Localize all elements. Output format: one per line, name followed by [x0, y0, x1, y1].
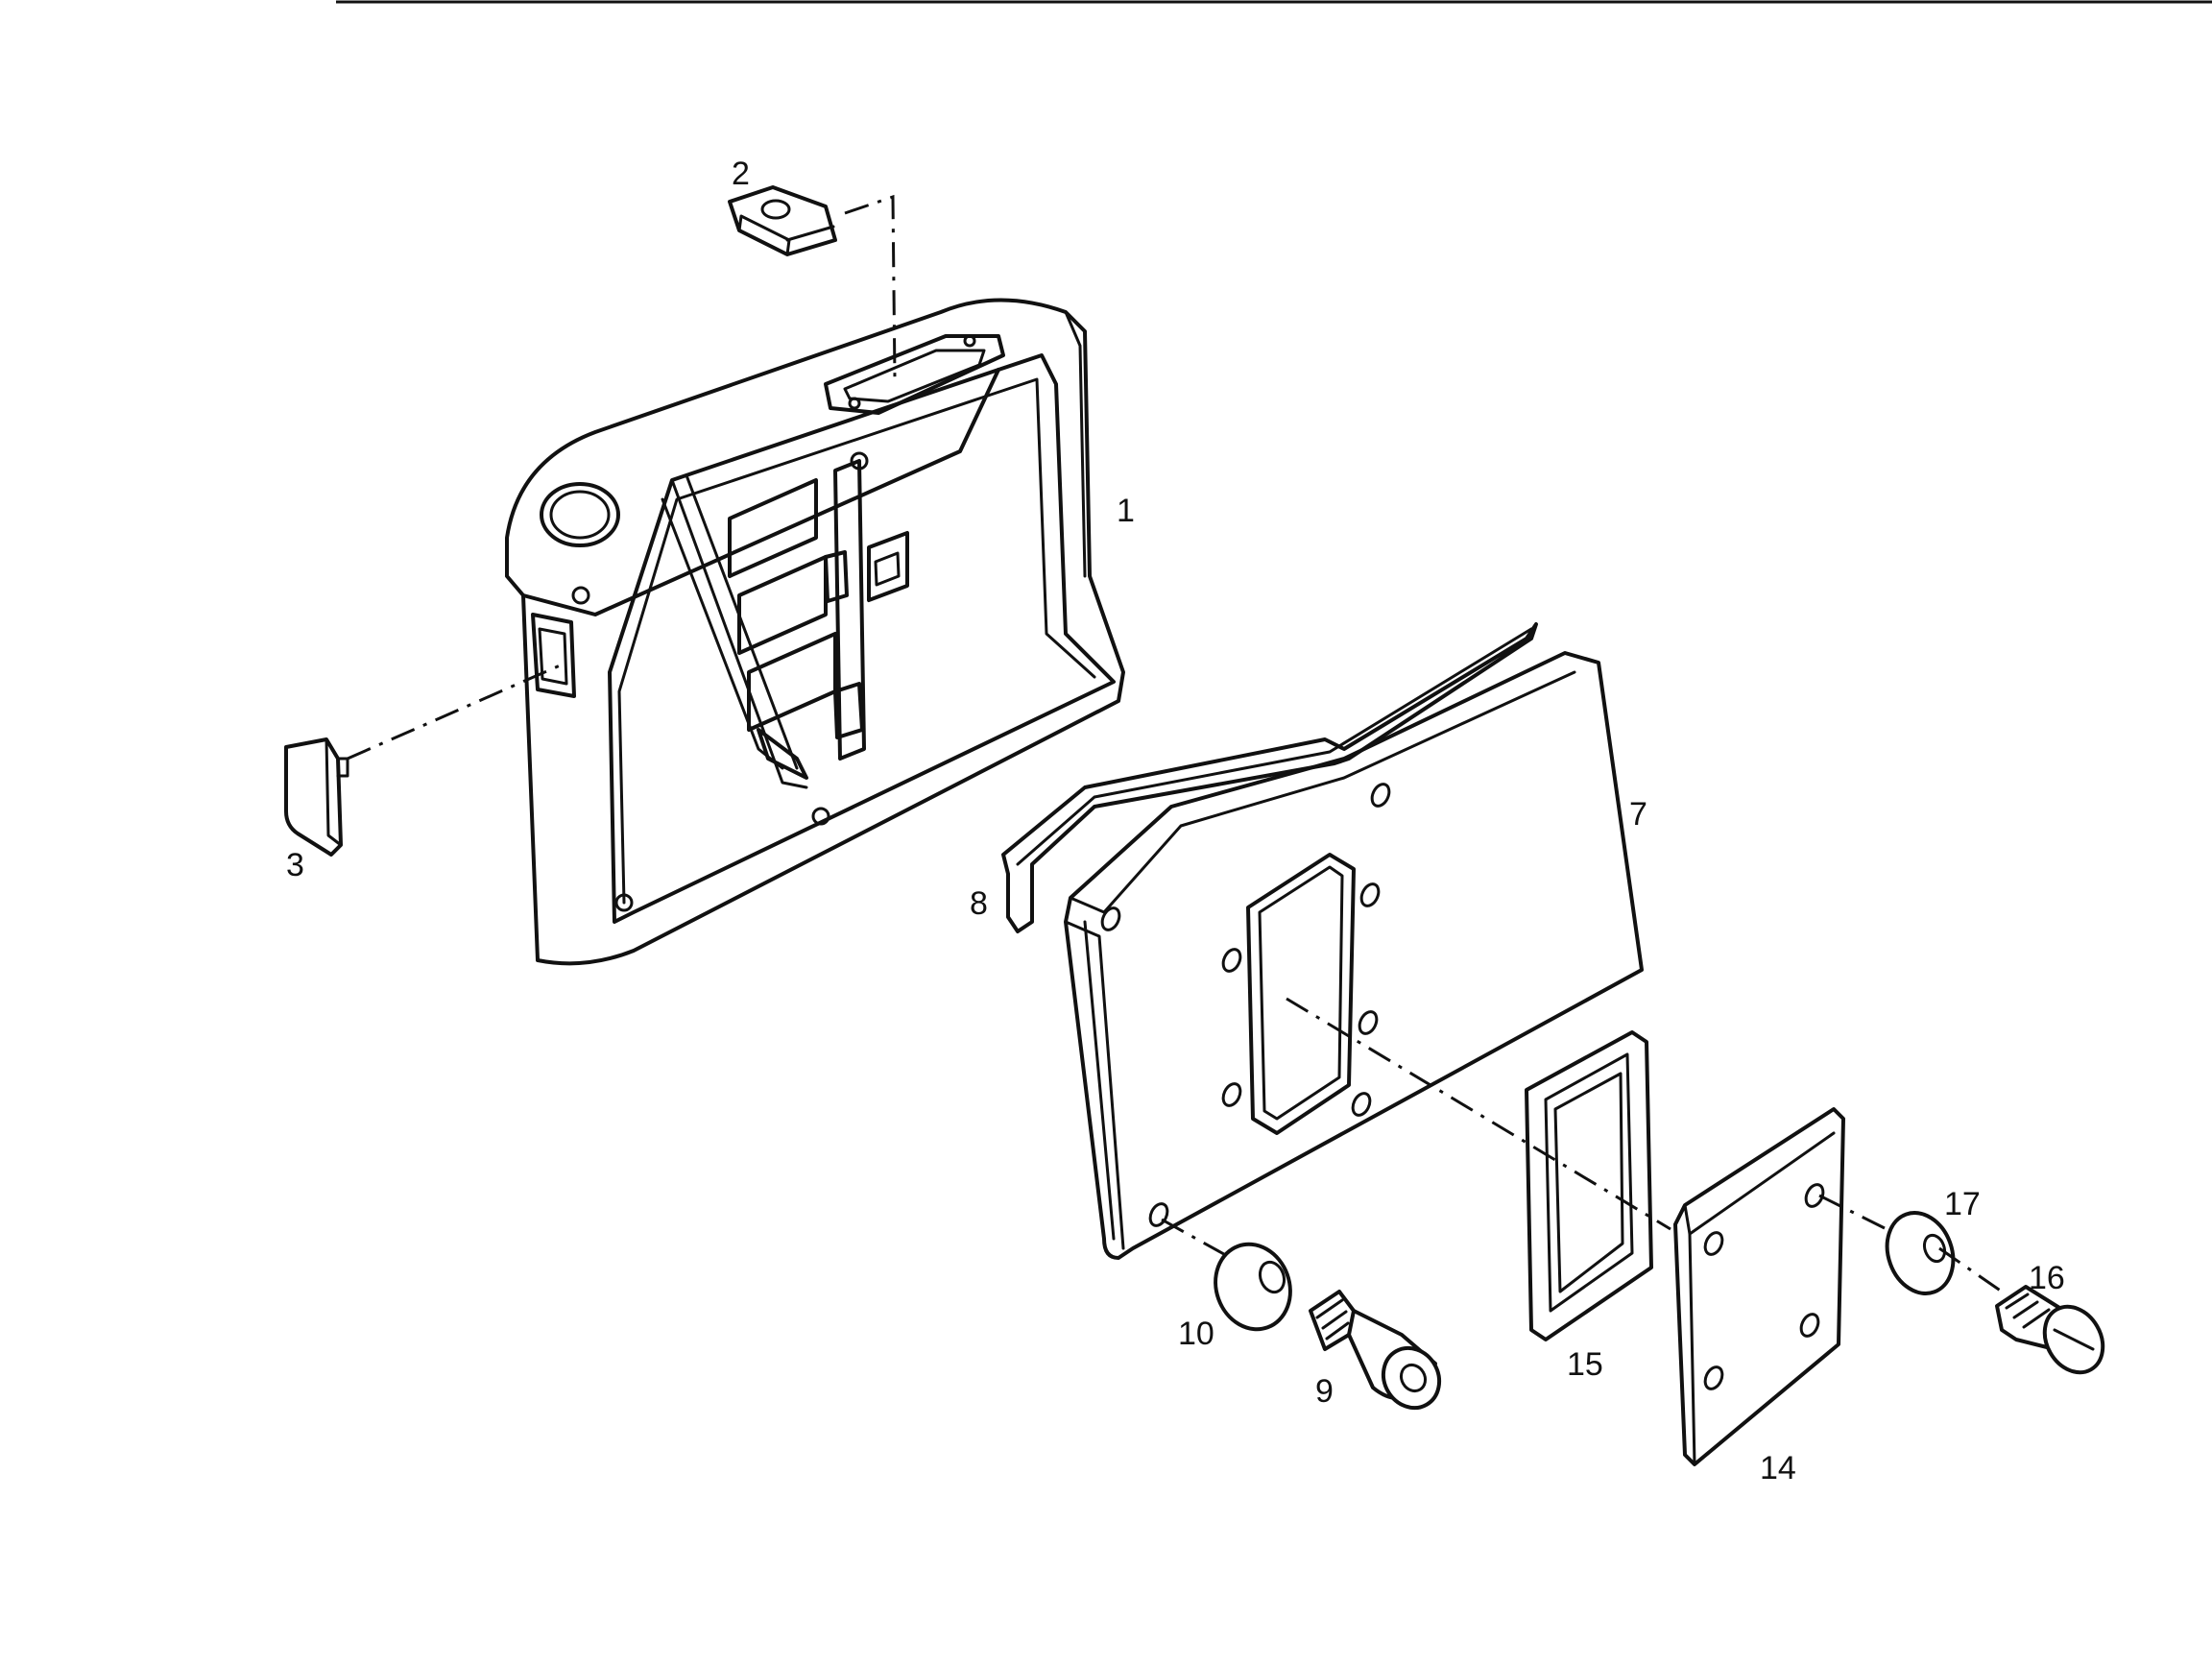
callout-3: 3 — [286, 847, 304, 883]
callout-9: 9 — [1315, 1373, 1334, 1410]
callout-17: 17 — [1944, 1186, 1981, 1222]
part-16-screw — [1995, 1285, 2105, 1375]
axis-line-3 — [347, 661, 567, 761]
callout-10: 10 — [1178, 1316, 1214, 1352]
part-10-washer — [1214, 1242, 1292, 1332]
axis-line-16-17 — [1818, 1194, 1897, 1236]
callout-14: 14 — [1760, 1450, 1796, 1486]
part-7-plate — [1064, 651, 1644, 1260]
part-14-cover — [1673, 1107, 1845, 1466]
part-9-screw — [1309, 1290, 1442, 1411]
axis-line-16 — [1938, 1246, 2003, 1293]
part-8-gasket — [1001, 622, 1538, 933]
axis-line-9-10 — [1161, 1218, 1249, 1269]
callout-2: 2 — [732, 156, 750, 192]
callout-7: 7 — [1629, 796, 1647, 833]
part-3-cap — [284, 737, 349, 857]
callout-1: 1 — [1117, 493, 1135, 529]
callout-16: 16 — [2029, 1260, 2065, 1296]
callout-8: 8 — [970, 885, 988, 922]
part-17-washer — [1885, 1211, 1956, 1295]
part-1-housing — [505, 298, 1125, 966]
callout-15: 15 — [1567, 1346, 1603, 1383]
axis-line-plate — [1286, 997, 1671, 1231]
part-2-clip — [728, 185, 837, 256]
part-15-seal — [1525, 1030, 1653, 1341]
axis-line-2 — [844, 194, 897, 380]
